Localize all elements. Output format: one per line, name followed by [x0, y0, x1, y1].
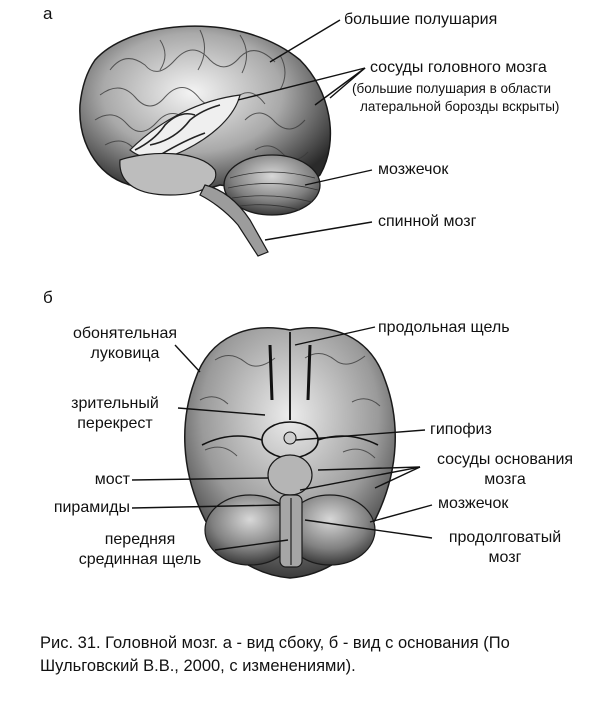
- label-cerebral-vessels: сосуды головного мозга: [370, 59, 547, 76]
- label-cerebellum-b: мозжечок: [438, 495, 509, 512]
- label-base-vessels-2: мозга: [484, 471, 526, 488]
- label-medulla-1: продолговатый: [448, 529, 562, 546]
- base-gyri: [199, 353, 381, 459]
- base-brain-drawing: [184, 327, 396, 579]
- label-chiasm-1: зрительный: [71, 395, 159, 412]
- label-vessels-note-1: (большие полушария в области: [352, 81, 551, 96]
- panel-b-letter: б: [43, 288, 53, 307]
- figure-caption-line-1: Рис. 31. Головной мозг. а - вид сбоку, б…: [40, 634, 510, 652]
- lateral-brain-drawing: [79, 25, 332, 257]
- cerebellum-folia: [227, 171, 319, 211]
- cerebral-vessels: [134, 104, 221, 156]
- label-vessels-note-2: латеральной борозды вскрыты): [360, 99, 560, 114]
- label-olfactory-2: луковица: [90, 345, 160, 362]
- panel-a-letter: а: [43, 4, 53, 23]
- temporal-lobe: [119, 152, 217, 196]
- label-pyramids: пирамиды: [53, 499, 130, 516]
- label-olfactory-1: обонятельная: [72, 325, 178, 342]
- figure-caption-line-2: Шульговский В.В., 2000, с изменениями).: [40, 657, 356, 675]
- brainstem-lateral: [199, 184, 269, 257]
- label-median-fissure-2: срединная щель: [78, 551, 202, 568]
- label-chiasm-2: перекрест: [77, 415, 153, 432]
- leader-lines-a: [237, 19, 373, 241]
- hypophysis-mark: [283, 431, 297, 445]
- label-medulla-2: мозг: [488, 549, 522, 566]
- cerebellum-lateral: [223, 154, 321, 216]
- label-median-fissure-1: передняя: [104, 531, 176, 548]
- label-longitudinal-fissure: продольная щель: [378, 319, 510, 336]
- label-base-vessels-1: сосуды основания: [436, 451, 574, 468]
- leader-lines-b: [131, 326, 433, 551]
- label-hypophysis: гипофиз: [430, 421, 492, 438]
- label-cerebellum-a: мозжечок: [378, 161, 449, 178]
- label-spinal-cord: спинной мозг: [378, 213, 477, 230]
- label-pons: мост: [94, 471, 130, 488]
- label-hemispheres: большие полушария: [344, 11, 498, 28]
- olfactory-tracts: [268, 344, 312, 401]
